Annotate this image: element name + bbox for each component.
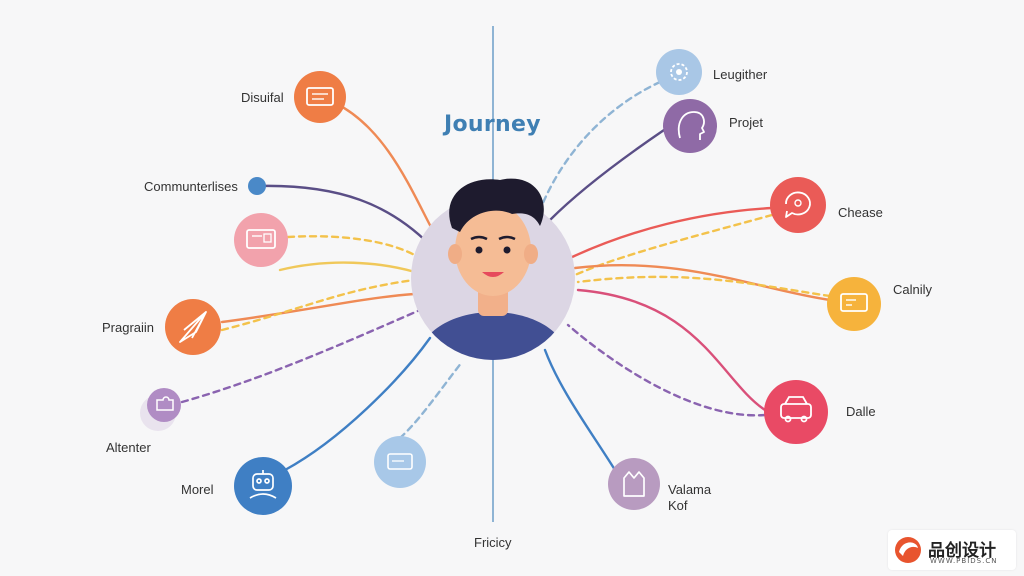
connectors-right bbox=[538, 80, 832, 472]
connector-light-blue bbox=[398, 360, 464, 440]
screen-icon bbox=[387, 453, 413, 470]
connector-morel bbox=[283, 336, 432, 472]
connector-pink-2 bbox=[278, 261, 417, 274]
connector-calnily-dash bbox=[576, 275, 832, 298]
avatar-brow-right bbox=[498, 235, 516, 241]
diagram-title: Journey bbox=[444, 112, 541, 137]
head-icon bbox=[677, 111, 705, 140]
watermark-url: WWW.PBIDS.CN bbox=[930, 557, 998, 565]
label-communterlises: Communterlises bbox=[144, 179, 238, 194]
connector-pragraiin-dash bbox=[220, 278, 416, 332]
avatar-ear-left bbox=[448, 244, 462, 264]
node-communterlises bbox=[248, 177, 266, 195]
label-pragraiin: Pragraiin bbox=[102, 320, 155, 335]
node-morel bbox=[234, 457, 292, 515]
node-leugither bbox=[656, 49, 702, 95]
label-morel: Morel bbox=[181, 482, 214, 497]
avatar-face bbox=[455, 204, 531, 296]
puzzle-icon bbox=[156, 396, 174, 411]
avatar-eye-right bbox=[503, 246, 511, 254]
node-dalle bbox=[764, 380, 828, 444]
robot-icon bbox=[249, 470, 277, 499]
connector-chease-dash bbox=[573, 213, 774, 277]
connector-dalle bbox=[576, 288, 767, 412]
label-calnily: Calnily bbox=[893, 282, 933, 297]
avatar-shirt bbox=[418, 312, 568, 360]
node-chease bbox=[770, 177, 826, 233]
node-altenter bbox=[140, 388, 181, 431]
label-bottom: Fricicy bbox=[474, 535, 512, 550]
connector-valama bbox=[543, 348, 617, 472]
connector-dalle-dash bbox=[566, 323, 767, 417]
label-projet: Projet bbox=[729, 115, 763, 130]
display-icon bbox=[840, 293, 868, 312]
label-valama-kof: Valama Kof bbox=[668, 482, 712, 513]
connector-calnily bbox=[573, 264, 832, 302]
node-light-blue bbox=[374, 436, 426, 488]
node-calnily bbox=[827, 277, 881, 331]
connector-altenter bbox=[180, 308, 422, 404]
node-pragraiin bbox=[165, 299, 221, 355]
label-altenter: Altenter bbox=[106, 440, 151, 455]
avatar-ear-right bbox=[524, 244, 538, 264]
connectors-left bbox=[180, 101, 464, 472]
dot-icon bbox=[248, 177, 266, 195]
label-disuifal: Disuifal bbox=[241, 90, 284, 105]
center-avatar bbox=[411, 178, 575, 360]
avatar-brow-left bbox=[470, 235, 488, 241]
node-valama-kof bbox=[608, 458, 660, 510]
connector-projet bbox=[548, 128, 666, 222]
cat-icon bbox=[623, 471, 645, 497]
monitor-icon bbox=[306, 87, 334, 106]
chat-icon bbox=[785, 191, 811, 218]
avatar-eye-left bbox=[475, 246, 483, 254]
avatar-mouth bbox=[482, 272, 504, 277]
watermark-text: 品创设计 bbox=[928, 541, 996, 561]
connector-disuifal bbox=[333, 101, 440, 242]
connector-pink bbox=[286, 235, 422, 260]
node-projet bbox=[663, 99, 717, 153]
node-disuifal bbox=[294, 71, 346, 123]
label-chease: Chease bbox=[838, 205, 883, 220]
compass-icon bbox=[179, 311, 207, 343]
label-leugither: Leugither bbox=[713, 67, 768, 82]
connector-communterlises bbox=[256, 184, 432, 247]
connector-chease bbox=[568, 206, 774, 260]
connector-leugither bbox=[538, 80, 662, 212]
gear-icon bbox=[670, 63, 688, 81]
node-pink bbox=[234, 213, 288, 267]
car-icon bbox=[780, 396, 812, 423]
connector-pragraiin bbox=[220, 292, 416, 324]
device-icon bbox=[246, 229, 276, 249]
avatar-hair bbox=[449, 178, 544, 232]
label-dalle: Dalle bbox=[846, 404, 876, 419]
